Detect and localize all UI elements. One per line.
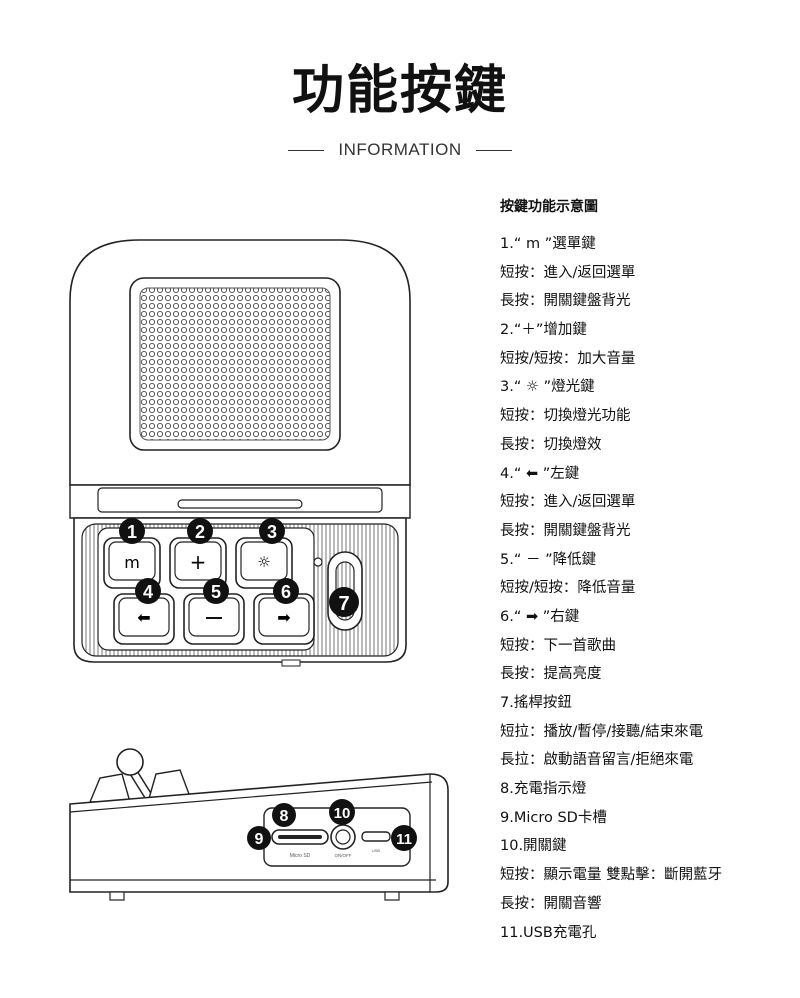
info-line: 6.“ ➡ ”右鍵: [500, 608, 580, 625]
info-line: 短拉：播放/暫停/接聽/結束來電: [500, 723, 704, 740]
subtitle-row: INFORMATION: [0, 138, 800, 162]
svg-text:8: 8: [280, 808, 289, 825]
info-line: 短按：進入/返回選單: [500, 264, 636, 281]
svg-text:3: 3: [267, 522, 277, 542]
svg-text:USB: USB: [372, 848, 381, 853]
info-line: 7.搖桿按鈕: [500, 695, 572, 711]
device-top-view: ⅿ + ☼ ⬅ ➡ 1 2 3: [69, 239, 411, 667]
svg-text:☼: ☼: [257, 553, 270, 571]
badge-7: 7: [329, 587, 359, 617]
badge-8: 8: [272, 803, 296, 827]
svg-text:7: 7: [338, 593, 349, 615]
info-line: 長按：提高亮度: [500, 666, 602, 683]
svg-text:+: +: [190, 550, 207, 574]
info-line: 1.“ ⅿ ”選單鍵: [500, 236, 596, 252]
info-line: 短按：下一首歌曲: [500, 637, 616, 654]
key-left: ⬅: [113, 593, 175, 645]
key-minus: [183, 593, 245, 645]
info-line: 長拉：啟動語音留言/拒絕來電: [500, 752, 694, 769]
info-line: 2.“＋”增加鍵: [500, 322, 587, 339]
info-line: 短按/短按：降低音量: [500, 580, 636, 597]
badge-3: 3: [259, 518, 285, 544]
svg-text:11: 11: [396, 831, 412, 848]
key-function-info: 按鍵功能示意圖 1.“ ⅿ ”選單鍵短按：進入/返回選單長按：開關鍵盤背光 2.“…: [500, 195, 790, 947]
badge-4: 4: [135, 578, 161, 604]
page-subtitle: INFORMATION: [338, 140, 462, 159]
info-line: 長按：開關鍵盤背光: [500, 293, 631, 310]
badge-11: 11: [391, 825, 417, 851]
svg-text:ON/OFF: ON/OFF: [335, 853, 352, 858]
svg-text:10: 10: [334, 805, 351, 822]
key-right: ➡: [253, 593, 315, 645]
info-line: 短按：顯示電量 雙點擊：斷開藍牙: [500, 867, 723, 884]
info-line: 短按/短按：加大音量: [500, 350, 636, 367]
svg-text:➡: ➡: [277, 608, 290, 627]
info-line: 11.USB充電孔: [500, 924, 597, 941]
badge-10: 10: [329, 799, 355, 825]
svg-text:9: 9: [255, 831, 264, 848]
badge-6: 6: [273, 578, 299, 604]
info-list: 1.“ ⅿ ”選單鍵短按：進入/返回選單長按：開關鍵盤背光 2.“＋”增加鍵短按/…: [500, 230, 790, 947]
key-light: ☼: [235, 537, 293, 589]
page-title: 功能按鍵: [291, 61, 508, 121]
info-line: 長按：開關鍵盤背光: [500, 522, 631, 539]
device-side-view: Micro SD ON/OFF USB 8 10 9 11: [69, 748, 449, 901]
svg-text:4: 4: [143, 582, 153, 602]
svg-text:ⅿ: ⅿ: [124, 553, 140, 572]
info-line: 長按：切換燈效: [500, 436, 602, 453]
info-line: 5.“ － ”降低鍵: [500, 551, 597, 568]
info-line: 短按：切換燈光功能: [500, 408, 631, 425]
divider-right: [475, 149, 512, 151]
svg-text:2: 2: [195, 522, 205, 542]
info-line: 9.Micro SD卡槽: [500, 809, 607, 826]
badge-5: 5: [203, 578, 229, 604]
svg-text:Micro SD: Micro SD: [290, 853, 311, 859]
svg-text:6: 6: [281, 582, 291, 602]
key-plus: +: [169, 537, 227, 589]
info-heading: 按鍵功能示意圖: [500, 199, 598, 215]
divider-left: [288, 149, 325, 151]
svg-text:⬅: ⬅: [137, 608, 150, 627]
badge-2: 2: [187, 518, 213, 544]
svg-text:5: 5: [211, 582, 221, 602]
badge-1: 1: [119, 518, 145, 544]
info-line: 3.“ ☼ ”燈光鍵: [500, 379, 595, 396]
info-line: 長按：開關音響: [500, 895, 602, 912]
info-line: 短按：進入/返回選單: [500, 494, 636, 511]
svg-text:1: 1: [127, 522, 137, 542]
info-line: 4.“ ⬅ ”左鍵: [500, 465, 580, 482]
info-line: 8.充電指示燈: [500, 781, 587, 798]
info-line: 10.開關鍵: [500, 838, 567, 855]
badge-9: 9: [247, 826, 271, 850]
